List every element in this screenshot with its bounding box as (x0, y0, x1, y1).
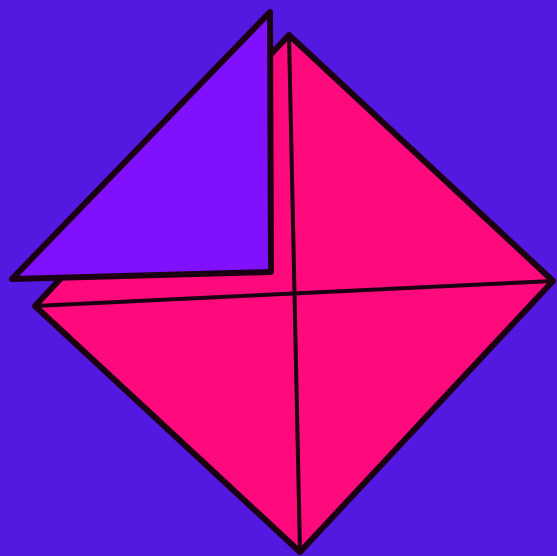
origami-drawing (0, 0, 557, 556)
origami-canvas (0, 0, 557, 556)
